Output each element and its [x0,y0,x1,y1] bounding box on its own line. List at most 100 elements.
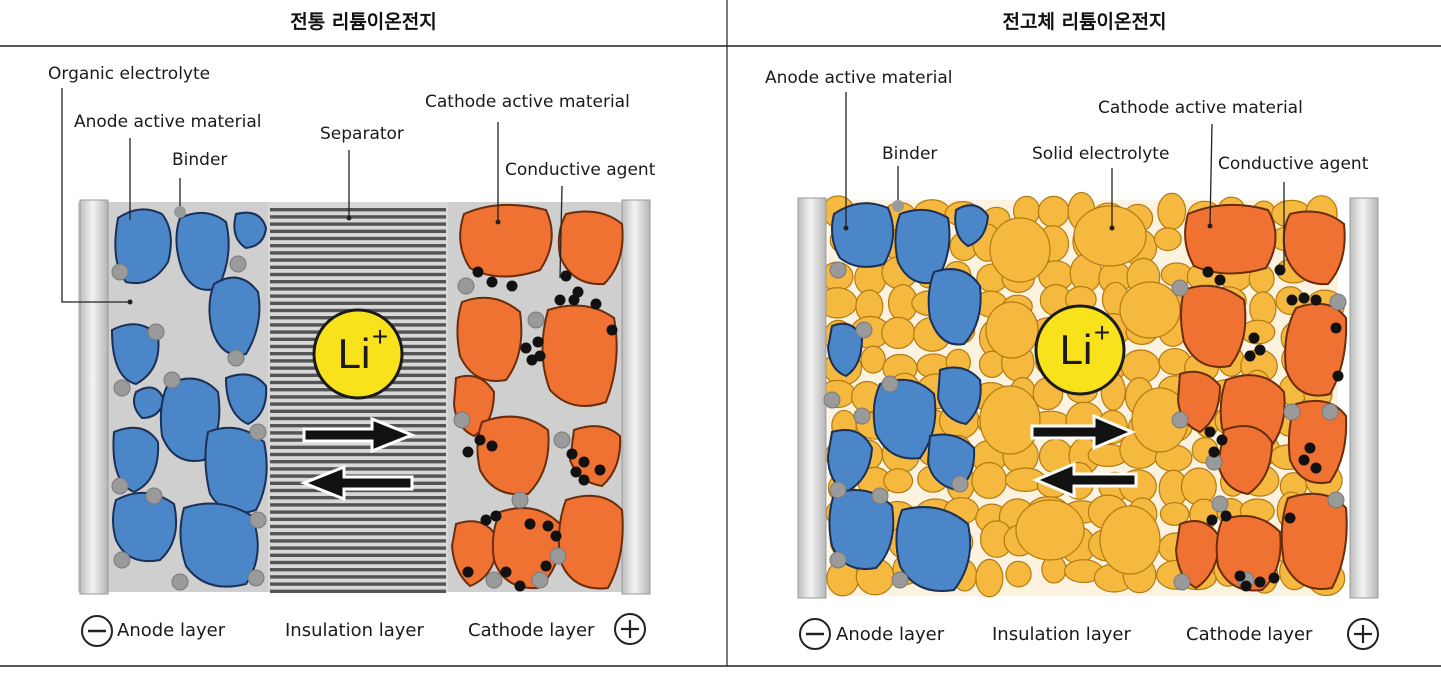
conductive-agent-particles [462,266,618,592]
conductive-agent-particle [462,566,474,578]
binder-particle [163,371,181,389]
anode-current-collector [79,199,109,595]
separator-stripe [270,416,446,421]
label-conductive-agent: Conductive agent [1218,154,1369,174]
conductive-agent-particle [578,456,590,468]
solid-electrolyte-grain [1119,281,1181,339]
solid-electrolyte-particle [881,316,916,350]
conductive-agent-particle [560,270,572,282]
conductive-agent-particle [1216,434,1228,446]
conductive-agent-particle [1304,442,1316,454]
conductive-agent-particle [1310,294,1322,306]
label-anode-layer: Anode layer [117,620,226,641]
separator-stripe [270,272,446,277]
binder-particle [1171,279,1189,297]
cathode-current-collector [621,199,651,595]
li-ion [312,308,404,400]
conductive-agent-particle [566,448,578,460]
separator-stripe [270,251,446,255]
li-ion [1034,304,1126,396]
binder-particle [829,551,847,569]
label-organic-electrolyte: Organic electrolyte [48,64,211,84]
separator-stripe [270,539,446,543]
label-anode-layer: Anode layer [836,624,945,645]
solid-electrolyte-particle [860,345,886,374]
binder-particles [823,261,1347,591]
binder-particle [171,573,189,591]
conductive-agent-particle [472,266,484,278]
leader-lines [61,88,563,303]
separator-stripe [270,222,446,226]
solid-electrolyte-particle [1005,560,1032,588]
conductive-agent-particle [1286,294,1298,306]
conductive-agent-particle [486,440,498,452]
separator-stripe [270,229,446,233]
solid-state-cell: Li + [797,92,1379,650]
conductive-agent-particle [1310,462,1322,474]
separator-stripe [270,236,446,241]
separator-stripe [270,589,446,593]
label-binder: Binder [172,150,228,170]
label-cathode-active-material: Cathode active material [425,92,630,112]
conductive-agent-particle [1220,510,1232,522]
conductive-agent-particle [1284,512,1296,524]
binder-particle [229,255,247,273]
binder-particle [823,391,841,409]
solid-electrolyte-grain [1073,205,1147,267]
anode-particles [826,202,990,592]
separator-stripe [270,517,446,521]
conductive-agent-particle [1206,514,1218,526]
separator-stripe [270,445,446,449]
conductive-agent-particle [606,324,618,336]
li-ion-charge: + [372,321,388,352]
arrow-left-icon [299,464,414,502]
binder-particle [247,569,265,587]
conventional-cell: Li + [61,88,651,647]
conductive-agent-particle [526,354,538,366]
conductive-agent-particle [1274,264,1286,276]
conductive-agent-particle [524,518,536,530]
separator-stripe [270,467,446,471]
binder-particle [1211,495,1229,513]
conductive-agent-particle [550,530,562,542]
solid-electrolyte-particle [883,468,914,494]
conductive-agent-particle [578,474,590,486]
conductive-agent-particle [1234,570,1246,582]
label-binder: Binder [882,144,938,164]
binder-particle [527,311,545,329]
binder-particle [1283,403,1301,421]
leader-lines [845,92,1285,270]
separator-stripe [270,424,446,428]
conductive-agent-particle [1248,332,1260,344]
separator-stripe [270,568,446,572]
conductive-agent-particle [1204,426,1216,438]
label-cathode-active-material: Cathode active material [1098,98,1303,118]
binder-particle [951,475,969,493]
conductive-agent-particle [506,280,518,292]
label-anode-active-material: Anode active material [765,68,953,88]
binder-particles [111,255,571,591]
solid-electrolyte-particle [1157,192,1187,231]
conductive-agent-particle [1208,446,1220,458]
binder-particle [829,261,847,279]
ion-flow-arrows [1030,413,1138,499]
solid-electrolyte-grain [1099,505,1161,575]
binder-particle [249,511,267,529]
conductive-agent-particle [1214,274,1226,286]
conductive-agent-particle [514,580,526,592]
separator-stripe [270,524,446,529]
solid-electrolyte-particle [1037,195,1070,228]
conductive-agent-particle [532,336,544,348]
label-insulation-layer: Insulation layer [992,624,1131,645]
li-ion-charge: + [1094,317,1110,348]
label-insulation-layer: Insulation layer [285,620,424,641]
label-cathode-layer: Cathode layer [1186,624,1313,645]
conductive-agent-particle [542,520,554,532]
conductive-agent-particle [1298,454,1310,466]
header-conventional-battery: 전통 리튬이온전지 [290,11,437,33]
label-conductive-agent: Conductive agent [505,160,656,180]
binder-particle [111,263,129,281]
ion-flow-arrows [299,416,417,502]
label-solid-electrolyte: Solid electrolyte [1032,144,1170,164]
